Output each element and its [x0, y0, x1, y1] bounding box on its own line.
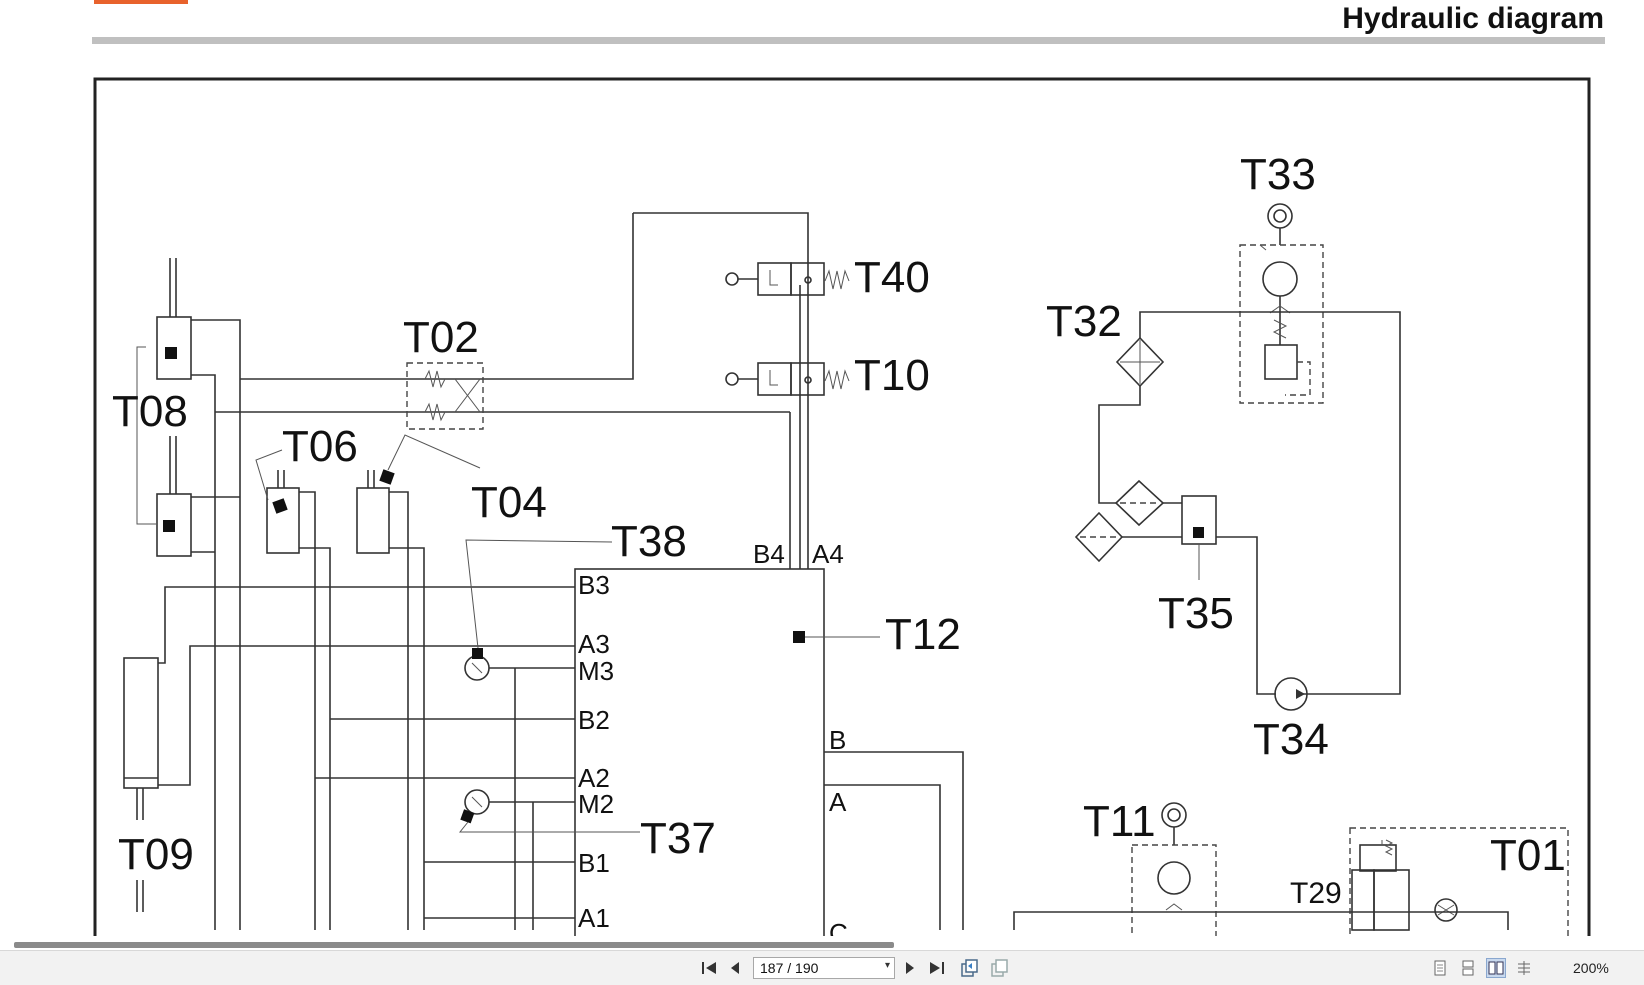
label-t06: T06 [282, 422, 358, 471]
port-m3: M3 [578, 656, 614, 686]
header-accent-bar [94, 0, 188, 4]
label-t34: T34 [1253, 715, 1329, 764]
valve-t40 [725, 262, 850, 296]
label-t37: T37 [640, 814, 716, 863]
label-t32: T32 [1046, 297, 1122, 346]
filter-t35 [1074, 479, 1276, 695]
title-divider [92, 37, 1605, 44]
valve-t02 [406, 362, 484, 430]
outline-view-icon[interactable] [1514, 958, 1534, 978]
gauge-t38 [464, 539, 613, 681]
port-b: B [829, 725, 846, 755]
valve-t10 [725, 362, 850, 396]
cylinder-t08-bottom [156, 436, 192, 557]
cylinder-t06 [255, 449, 331, 930]
unit-t01 [1349, 827, 1569, 936]
label-t35: T35 [1158, 589, 1234, 638]
filter-t32 [1115, 336, 1165, 388]
label-t12: T12 [885, 610, 961, 659]
page-number-input[interactable]: 187 / 190 ▾ [753, 957, 895, 979]
port-b3: B3 [578, 570, 610, 600]
copy-page-icon[interactable] [988, 957, 1010, 979]
port-b4: B4 [753, 539, 785, 569]
port-m2: M2 [578, 789, 614, 819]
pump-unit-t33 [1239, 203, 1324, 404]
label-t10: T10 [854, 351, 930, 400]
port-a3: A3 [578, 629, 610, 659]
pump-t34 [1274, 677, 1308, 711]
valve-block-t12 [574, 568, 825, 936]
port-a4: A4 [812, 539, 844, 569]
previous-page-icon[interactable] [724, 957, 746, 979]
single-page-view-icon[interactable] [1430, 958, 1450, 978]
horizontal-scrollbar[interactable] [14, 942, 894, 948]
continuous-view-icon[interactable] [1458, 958, 1478, 978]
two-page-view-icon[interactable] [1486, 958, 1506, 978]
skip-to-last-icon[interactable] [926, 957, 948, 979]
label-t38: T38 [611, 517, 687, 566]
cylinder-t08-top [156, 258, 192, 380]
label-t01: T01 [1490, 831, 1566, 880]
skip-to-first-icon[interactable] [698, 957, 720, 979]
viewer-toolbar: 187 / 190 ▾ 200% [0, 950, 1644, 985]
export-pages-icon[interactable] [958, 957, 980, 979]
label-t09: T09 [118, 830, 194, 879]
label-t04: T04 [471, 478, 547, 527]
port-b1: B1 [578, 848, 610, 878]
port-c: C [829, 918, 848, 936]
port-b2: B2 [578, 705, 610, 735]
document-page: Hydraulic diagram [92, 0, 1605, 936]
zoom-level[interactable]: 200% [1573, 960, 1609, 976]
diagram-frame [93, 77, 1591, 936]
port-a: A [829, 787, 847, 817]
label-t29: T29 [1290, 877, 1342, 910]
page-indicator-text: 187 / 190 [760, 960, 819, 976]
cylinder-t04 [356, 434, 481, 930]
next-page-icon[interactable] [899, 957, 921, 979]
port-a2: A2 [578, 763, 610, 793]
port-a1: A1 [578, 903, 610, 933]
label-t33: T33 [1240, 150, 1316, 199]
label-t08: T08 [112, 387, 188, 436]
hydraulic-diagram: T40 T10 T02 T08 T06 T04 T38 T12 T09 T37 … [93, 77, 1591, 936]
chevron-down-icon[interactable]: ▾ [884, 960, 890, 971]
page-title: Hydraulic diagram [1342, 2, 1604, 35]
cylinder-t09 [123, 586, 575, 912]
gauge-t37 [458, 789, 640, 833]
t12-marker [793, 631, 805, 643]
label-t40: T40 [854, 253, 930, 302]
unit-t11 [1131, 802, 1217, 936]
label-t02: T02 [403, 313, 479, 362]
label-t11: T11 [1083, 797, 1156, 846]
